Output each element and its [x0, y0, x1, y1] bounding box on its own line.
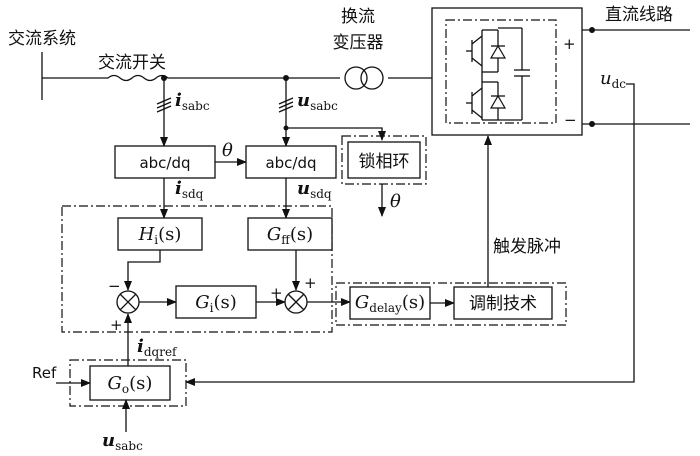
- pll-block: [347, 141, 421, 179]
- ref-label: Ref: [32, 364, 57, 382]
- abc-dq-label-2: abc/dq: [265, 154, 316, 172]
- sum-junction-1: [116, 290, 140, 314]
- current-measure-node: [161, 75, 167, 81]
- sum2-plus-left: +: [270, 284, 283, 302]
- sum1-plus: +: [110, 316, 123, 334]
- udc-feedback-line: [185, 83, 635, 386]
- u-sdq-label: usdq: [297, 178, 332, 201]
- ac-line: [42, 74, 340, 82]
- hi-to-sum-line: [124, 250, 161, 291]
- sum-junction-2: [284, 290, 308, 314]
- trigger-pulse-label: 触发脉冲: [493, 237, 561, 257]
- abc-dq-block-current: [114, 145, 216, 179]
- u-sabc-label: usabc: [297, 90, 338, 113]
- i-sabc-label: isabc: [175, 90, 210, 113]
- pll-label: 锁相环: [359, 152, 410, 172]
- theta-label-pll: θ: [390, 191, 401, 212]
- abc-dq-label-1: abc/dq: [139, 154, 190, 172]
- dc-node-negative: [589, 121, 595, 127]
- gi-block: [175, 285, 257, 319]
- delay-modulation-frame: [335, 282, 567, 326]
- udc-label: udc: [600, 68, 626, 91]
- i-sdq-label: isdq: [175, 178, 204, 201]
- dc-capacitor-icon: [514, 28, 530, 120]
- converter-box: [431, 7, 583, 136]
- dc-node-positive: [589, 27, 595, 33]
- gi-label: Gi(s): [195, 292, 237, 315]
- pll-branch-node: [283, 125, 289, 131]
- gff-label: Gff(s): [267, 224, 313, 247]
- sum2-plus-top: +: [304, 274, 317, 292]
- gdelay-label: Gdelay(s): [355, 292, 425, 315]
- current-measure-slashes: [156, 97, 172, 113]
- voltage-measure-slashes: [278, 97, 294, 113]
- u-sabc-bottom-label: usabc: [102, 430, 143, 453]
- modulation-label: 调制技术: [469, 294, 537, 314]
- dc-plus-sign: +: [563, 35, 576, 53]
- theta-label-top: θ: [222, 140, 233, 161]
- dc-line-label: 直流线路: [605, 5, 673, 25]
- hi-label: Hi(s): [138, 224, 182, 247]
- go-label: Go(s): [108, 373, 153, 396]
- modulation-block: [453, 286, 553, 320]
- ac-switch-label: 交流开关: [98, 53, 166, 73]
- transformer-winding-2: [360, 66, 384, 90]
- dc-minus-sign: −: [564, 111, 577, 129]
- hi-block: [117, 217, 203, 251]
- igbt-upper-icon: [466, 29, 507, 73]
- transformer-label-2: 变压器: [333, 33, 384, 53]
- current-loop-frame: [61, 205, 333, 333]
- i-dqref-label: idqref: [137, 336, 178, 359]
- ac-system-label: 交流系统: [8, 29, 76, 49]
- pll-dashed-frame: [341, 135, 427, 185]
- pll-input-line: [286, 127, 386, 141]
- igbt-lower-icon: [466, 81, 507, 121]
- transformer-label-1: 换流: [341, 7, 375, 27]
- gff-block: [247, 217, 333, 251]
- sum1-minus: −: [108, 277, 121, 295]
- voltage-measure-node: [283, 75, 289, 81]
- converter-dashed-frame: [445, 19, 557, 124]
- gdelay-block: [349, 286, 431, 320]
- transformer-winding-1: [344, 66, 368, 90]
